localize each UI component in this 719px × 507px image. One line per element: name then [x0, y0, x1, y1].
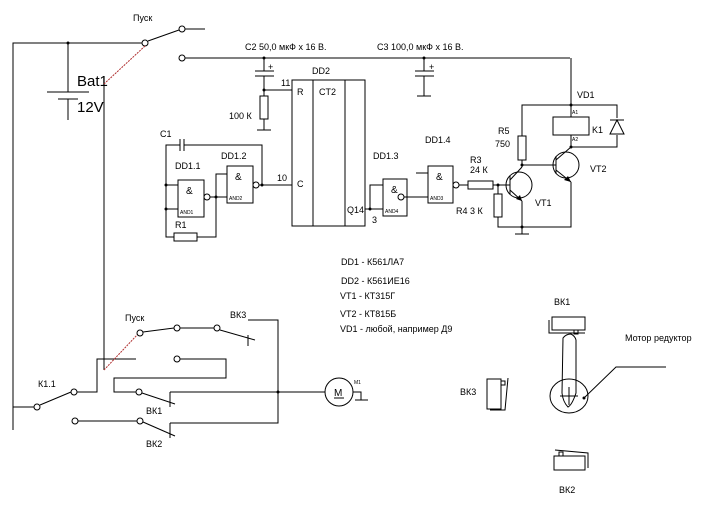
mech-bk3-switch: [486, 378, 502, 410]
c1-label: C1: [160, 129, 172, 139]
r5-value: 750: [495, 139, 510, 149]
start-switch-bottom-label: Пуск: [125, 313, 144, 323]
dd1-3-and-symbol: &: [391, 185, 398, 196]
dd2-pin-q14: Q14: [347, 205, 364, 215]
relay-k1-label: K1: [592, 125, 603, 135]
dd2-label: DD2: [312, 66, 330, 76]
pin-10-label: 10: [277, 173, 287, 183]
motor-name: M1: [354, 380, 361, 386]
capacitor-c2: C2 50,0 мкФ х 16 В. + 11 100 К: [229, 42, 327, 131]
parts-list-item: DD2 - К561ИЕ16: [341, 276, 410, 286]
r1-label: R1: [175, 220, 187, 230]
cam-arm: [561, 333, 577, 408]
c3-plus: +: [429, 62, 434, 72]
vt2-transistor: [552, 151, 580, 179]
pin-11-label: 11: [281, 78, 290, 88]
parts-list-item: VT2 - КТ815Б: [340, 309, 396, 319]
mech-bk1-label: ВК1: [554, 297, 570, 307]
dd1-1-type: AND1: [180, 210, 194, 216]
mech-bk1-switch: [551, 316, 586, 331]
battery-name: Bat1: [77, 73, 108, 90]
dd1-3-type: AND4: [385, 209, 399, 215]
battery-voltage: 12V: [77, 99, 104, 116]
c2-plus: +: [268, 62, 273, 72]
capacitor-c3: C3 100,0 мкФ х 16 В. +: [377, 42, 464, 97]
diode-vd1: [609, 118, 625, 135]
ic-dd2: DD2 R CT2 C Q14 10 3: [277, 66, 377, 227]
dd1-2-label: DD1.2: [221, 151, 247, 161]
dd1-2-type: AND2: [229, 196, 243, 202]
dd2-ct2: CT2: [319, 87, 336, 97]
parts-list-item: DD1 - К561ЛА7: [341, 257, 404, 267]
mech-bk2-switch: [553, 455, 586, 471]
start-switch-top-label: Пуск: [133, 13, 152, 23]
mech-bk3-label: ВК3: [460, 387, 476, 397]
relay-a1: A1: [572, 110, 578, 116]
dd1-4-type: AND3: [430, 196, 444, 202]
r-100k-label: 100 К: [229, 111, 253, 121]
k1-1-label: К1.1: [38, 379, 56, 389]
dd2-pin-c: C: [297, 179, 304, 189]
parts-list-item: VD1 - любой, например Д9: [340, 324, 452, 334]
bk3-label: ВК3: [230, 310, 246, 320]
r3-value: 24 К: [470, 165, 489, 175]
motor-control-section: К1.1 Пуск ВК3 ВК1 ВК2: [13, 310, 368, 449]
dd1-1-label: DD1.1: [175, 161, 201, 171]
start-switch-top[interactable]: Пуск: [103, 13, 570, 370]
mech-bk2-label: ВК2: [559, 485, 575, 495]
cam-wheel: [549, 378, 589, 414]
dd1-4-label: DD1.4: [425, 135, 451, 145]
dd1-3-label: DD1.3: [373, 151, 399, 161]
c2-label: C2 50,0 мкФ х 16 В.: [245, 42, 327, 52]
r4-label: R4 3 К: [456, 206, 484, 216]
pin-3-label: 3: [372, 215, 377, 225]
gates-dd1-3-dd1-4: DD1.3 & AND4 DD1.4 & AND3: [365, 135, 468, 217]
motor-reducer-label: Мотор редуктор: [625, 333, 692, 343]
r3-label: R3: [470, 155, 482, 165]
motor-symbol: M: [334, 388, 342, 399]
dd1-1-and-symbol: &: [186, 186, 193, 197]
bk2-label: ВК2: [146, 439, 162, 449]
bk1-label: ВК1: [146, 406, 162, 416]
parts-list-item: VT1 - КТ315Г: [340, 291, 395, 301]
c3-label: C3 100,0 мкФ х 16 В.: [377, 42, 464, 52]
oscillator-dd1-1-dd1-2: C1 DD1.1 & AND1 DD1.2 & AND2 R1: [160, 129, 292, 242]
parts-list: DD1 - К561ЛА7 DD2 - К561ИЕ16 VT1 - КТ315…: [340, 257, 452, 334]
vt1-label: VT1: [535, 198, 552, 208]
dd1-2-and-symbol: &: [235, 172, 242, 183]
dd2-pin-r: R: [297, 87, 304, 97]
vd1-label: VD1: [577, 90, 595, 100]
relay-k1-coil: [552, 116, 590, 136]
r5-label: R5: [498, 126, 510, 136]
relay-a2: A2: [572, 137, 578, 143]
mechanical-diagram: ВК1 Мотор редуктор ВК3 ВК2: [460, 297, 692, 495]
battery-section: Bat1 12V: [12, 41, 144, 430]
output-stage: R3 24 К R4 3 К VT1 R5 750: [456, 58, 625, 235]
dd1-4-and-symbol: &: [436, 172, 443, 183]
vt2-label: VT2: [590, 164, 607, 174]
